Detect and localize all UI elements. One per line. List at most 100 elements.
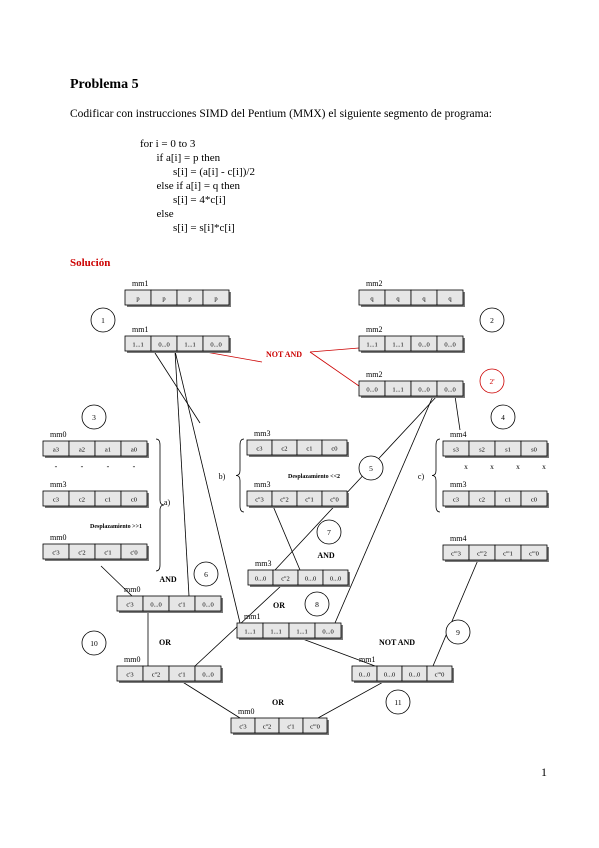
register-cell-value: c''2	[280, 497, 288, 504]
register-cell-value: c'1	[287, 724, 294, 731]
step-circle	[445, 619, 471, 645]
step-circle	[479, 307, 505, 333]
connector-lines	[81, 307, 516, 719]
register-cell-value: c'3	[126, 672, 133, 679]
register-cell	[436, 289, 464, 306]
brace-label: a)	[164, 498, 171, 507]
register-cell-value: s3	[453, 447, 459, 454]
step-number: 3	[92, 413, 96, 422]
brace	[155, 438, 165, 572]
register-cell-value: s0	[531, 447, 537, 454]
register-cell-value: 1...1	[366, 342, 377, 349]
register-cell-value: 0...0	[158, 342, 169, 349]
register-cell-value: c''2	[152, 672, 160, 679]
step-circle	[81, 630, 107, 656]
register-cell	[202, 289, 230, 306]
connector-line	[299, 637, 376, 667]
times-sign: x	[490, 462, 494, 471]
register-cell-value: 1...1	[270, 629, 281, 636]
code-line: else	[140, 208, 174, 220]
connector-line	[317, 680, 386, 719]
register-cell-value: c2	[281, 446, 287, 453]
problem-title: Problema 5	[70, 77, 139, 92]
step-number: 11	[394, 698, 401, 707]
register-cell-value: c'1	[178, 672, 185, 679]
code-line: s[i] = s[i]*c[i]	[140, 222, 235, 234]
register-cell	[322, 569, 349, 586]
register-name-mm4: mm4	[450, 534, 466, 543]
register-name-mm1: mm1	[132, 325, 148, 334]
connector-line	[272, 505, 301, 571]
brace-label: b)	[219, 472, 226, 481]
register-name-mm1: mm1	[244, 612, 260, 621]
step-circle	[90, 307, 116, 333]
register-cell-value: p	[136, 296, 139, 303]
code-line: s[i] = 4*c[i]	[140, 194, 226, 206]
register-cell	[520, 490, 548, 507]
register-cell-value: c'2	[78, 550, 85, 557]
register-cell-value: c''1	[305, 497, 313, 504]
register-cell-value: c'''0	[310, 724, 320, 731]
connector-line	[334, 395, 434, 624]
register-name-mm2: mm2	[366, 325, 382, 334]
register-cell-value: c1	[105, 497, 111, 504]
step-number: 5	[369, 464, 373, 473]
register-cell	[314, 622, 342, 639]
minus-sign: -	[107, 462, 110, 471]
register-cell	[194, 665, 222, 682]
step-circle	[385, 689, 411, 715]
register-cell	[202, 335, 230, 352]
register-name-mm3: mm3	[50, 480, 66, 489]
step-number: 7	[327, 528, 331, 537]
register-name-mm1: mm1	[359, 655, 375, 664]
register-cell-value: 0...0	[418, 342, 429, 349]
step-number: 1	[101, 316, 105, 325]
register-cell	[302, 717, 328, 734]
page-number: 1	[541, 765, 547, 779]
shift-left-label: Desplazamiento <<2	[288, 474, 340, 480]
register-name-mm0: mm0	[50, 533, 66, 542]
register-cell-value: a1	[105, 447, 111, 454]
register-cell-value: s2	[479, 447, 485, 454]
register-cell-value: 0...0	[202, 672, 213, 679]
register-cell-value: c'1	[104, 550, 111, 557]
code-line: for i = 0 to 3	[140, 138, 196, 150]
register-cell-value: c'3	[126, 602, 133, 609]
register-cell-value: c''0	[330, 497, 338, 504]
register-cell-value: 0...0	[384, 672, 395, 679]
register-cell	[520, 440, 548, 457]
operation-label: AND	[317, 551, 335, 560]
register-cell-value: 0...0	[255, 576, 266, 583]
register-cell-value: 0...0	[322, 629, 333, 636]
register-cell	[436, 335, 464, 352]
register-cell-value: p	[214, 296, 217, 303]
minus-sign: -	[55, 462, 58, 471]
register-cell	[436, 380, 464, 397]
minus-sign: -	[133, 462, 136, 471]
register-cell-value: c2	[79, 497, 85, 504]
register-cell	[120, 543, 148, 560]
operation-label: OR	[273, 601, 285, 610]
register-cell-value: 1...1	[392, 342, 403, 349]
register-cell-value: 0...0	[305, 576, 316, 583]
code-line: if a[i] = p then	[140, 152, 221, 164]
register-name-mm2: mm2	[366, 279, 382, 288]
problem-statement: Codificar con instrucciones SIMD del Pen…	[70, 108, 492, 120]
connector-line	[100, 565, 133, 597]
step-number: 4	[501, 413, 505, 422]
register-name-mm3: mm3	[255, 559, 271, 568]
register-cell-value: 0...0	[330, 576, 341, 583]
register-cell-value: c'''0	[529, 551, 539, 558]
register-cell-value: 0...0	[202, 602, 213, 609]
register-cell-value: c3	[53, 497, 59, 504]
register-cell-value: c'''3	[451, 551, 461, 558]
register-cell-value: q	[422, 296, 426, 303]
step-circle	[358, 455, 384, 481]
register-cell-value: c''2	[263, 724, 271, 731]
register-cell-value: c''2	[281, 576, 289, 583]
register-cell-value: c'1	[178, 602, 185, 609]
register-cell-value: c'0	[130, 550, 137, 557]
register-cell	[520, 544, 548, 561]
operation-label: NOT AND	[266, 350, 302, 359]
